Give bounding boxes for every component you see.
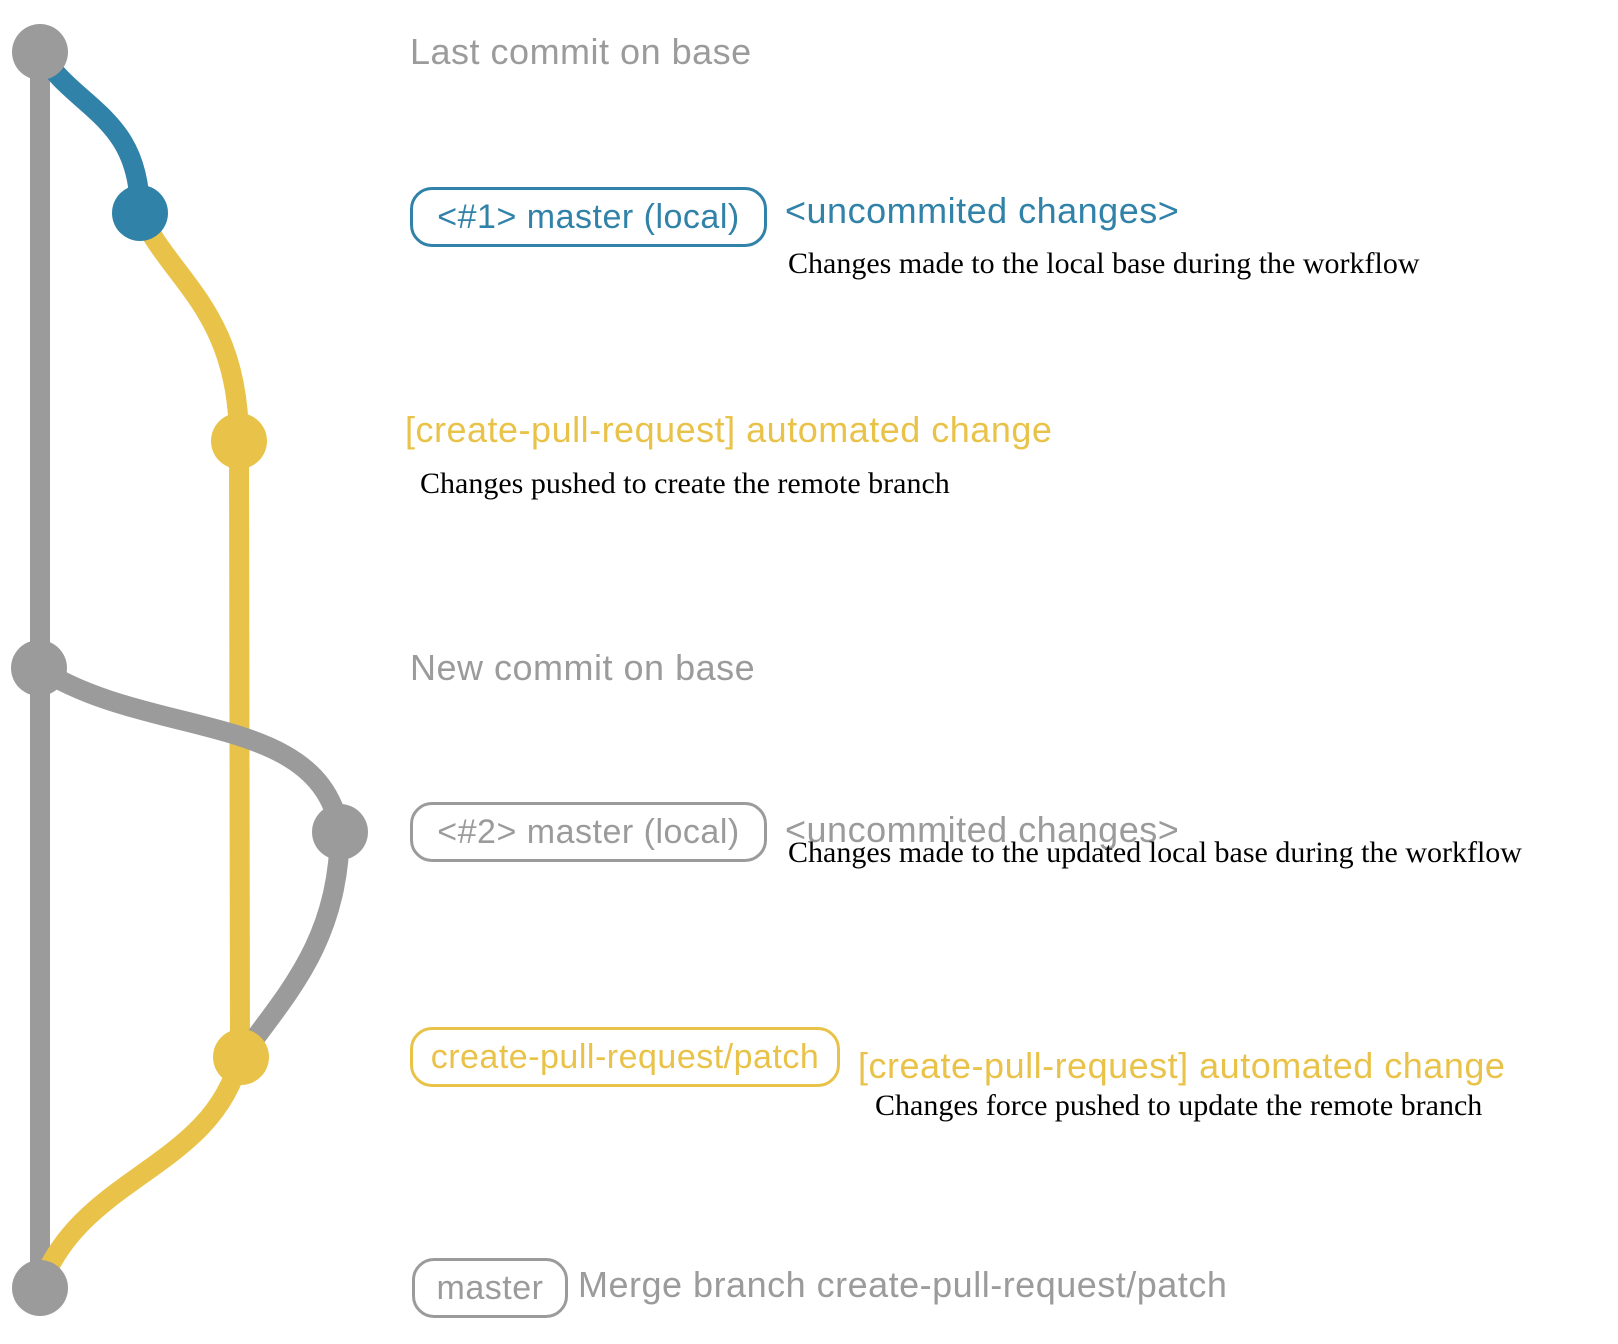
label-new-commit-on-base: New commit on base [410,647,756,688]
tag-master-local-2-text: <#2> master (local) [437,812,740,851]
desc-local-base-changes-2: Changes made to the updated local base d… [788,836,1522,869]
local-master-2-line [33,659,351,1063]
tag-master-local-1-text: <#1> master (local) [437,197,740,236]
commit-merge [12,1260,68,1316]
tag-master: master [412,1258,568,1318]
tag-master-local-2: <#2> master (local) [410,802,767,862]
label-automated-change-2: [create-pull-request] automated change [858,1045,1506,1086]
label-uncommited-changes-2: <uncommited changes> [785,809,1180,850]
commit-last-commit-on-base [12,24,68,80]
tag-master-text: master [436,1268,544,1307]
patch-branch-line [30,208,251,1292]
commit-automated-change-2 [213,1029,269,1085]
tag-create-pull-request-patch: create-pull-request/patch [410,1027,840,1087]
desc-pushed-create-remote: Changes pushed to create the remote bran… [420,467,950,500]
commit-automated-change-1 [211,413,267,469]
commit-new-commit-on-base [11,640,67,696]
commit-local-change-2 [312,804,368,860]
tag-master-local-1: <#1> master (local) [410,187,767,247]
label-last-commit-on-base: Last commit on base [410,31,752,72]
local-master-1-line [31,46,150,214]
desc-force-pushed-update-remote: Changes force pushed to update the remot… [875,1089,1483,1122]
desc-local-base-changes-1: Changes made to the local base during th… [788,247,1420,280]
commit-local-change-1 [112,185,168,241]
label-automated-change-1: [create-pull-request] automated change [405,409,1053,450]
label-merge-branch: Merge branch create-pull-request/patch [578,1264,1228,1305]
label-uncommited-changes-1: <uncommited changes> [785,190,1180,231]
tag-create-pull-request-patch-text: create-pull-request/patch [430,1037,820,1076]
